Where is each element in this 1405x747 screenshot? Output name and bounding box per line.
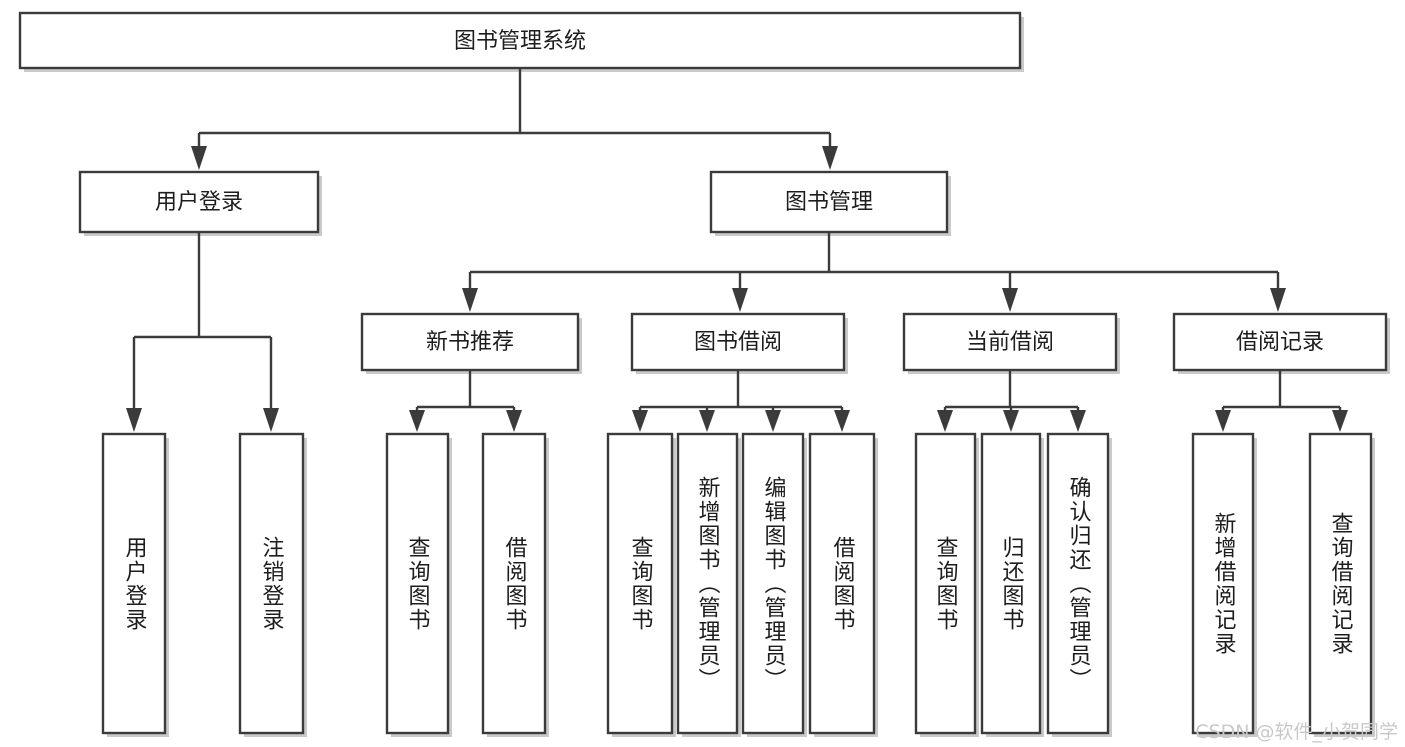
leaf-add-record-label: 新增借阅记录 xyxy=(1211,512,1237,656)
leaf-query-book-3-label: 查询图书 xyxy=(933,536,959,632)
root-label: 图书管理系统 xyxy=(454,29,586,54)
node-leaf-add-record[interactable]: 新增借阅记录 xyxy=(1191,432,1257,737)
leaf-add-record-box xyxy=(1191,432,1255,735)
arrow-head-icon xyxy=(699,410,715,432)
leaf-return-book-label: 归还图书 xyxy=(999,536,1025,632)
connector-current-borrow-to-leaves xyxy=(937,370,1086,432)
node-leaf-confirm-return[interactable]: 确认归还（管理员） xyxy=(1046,432,1112,737)
arrow-head-icon xyxy=(1002,288,1018,312)
user-login-label: 用户登录 xyxy=(155,190,243,215)
arrow-head-icon xyxy=(191,146,207,170)
leaf-confirm-return-box xyxy=(1046,432,1110,735)
arrow-head-icon xyxy=(732,288,748,312)
arrow-head-icon xyxy=(1003,410,1019,432)
leaf-query-book-1-label: 查询图书 xyxy=(405,536,431,632)
connector-book-management-to-level3 xyxy=(462,232,1286,312)
connector-book-borrow-to-leaves xyxy=(632,370,850,432)
leaf-query-record-box xyxy=(1308,432,1373,735)
node-leaf-query-book-2[interactable]: 查询图书 xyxy=(606,432,676,737)
leaf-query-book-2-label: 查询图书 xyxy=(628,536,654,632)
arrow-head-icon xyxy=(126,408,142,432)
node-leaf-query-book-1[interactable]: 查询图书 xyxy=(385,432,452,737)
arrow-head-icon xyxy=(1270,288,1286,312)
arrow-head-icon xyxy=(409,410,425,432)
borrow-record-box xyxy=(1172,312,1388,372)
arrow-head-icon xyxy=(1070,410,1086,432)
arrow-head-icon xyxy=(765,410,781,432)
leaf-add-book-label: 新增图书（管理员） xyxy=(695,476,721,692)
new-book-recommend-box xyxy=(360,312,580,372)
node-leaf-return-book[interactable]: 归还图书 xyxy=(980,432,1044,737)
current-borrow-box xyxy=(902,312,1118,372)
arrow-head-icon xyxy=(632,410,648,432)
leaf-borrow-book-1-box xyxy=(481,432,547,735)
leaf-return-book-box xyxy=(980,432,1042,735)
leaf-logout-box xyxy=(238,432,305,735)
arrow-head-icon xyxy=(834,410,850,432)
node-root[interactable]: 图书管理系统 xyxy=(18,11,1024,72)
book-borrow-label: 图书借阅 xyxy=(694,330,782,355)
leaf-edit-book-box xyxy=(741,432,805,735)
node-leaf-add-book[interactable]: 新增图书（管理员） xyxy=(676,432,741,737)
current-borrow-label: 当前借阅 xyxy=(966,330,1054,355)
leaf-query-record-label: 查询借阅记录 xyxy=(1328,512,1354,656)
node-leaf-query-record[interactable]: 查询借阅记录 xyxy=(1308,432,1375,737)
connector-borrow-record-to-leaves xyxy=(1215,370,1348,432)
connector-new-book-recommend-to-leaves xyxy=(409,370,522,432)
connector-root-to-level2 xyxy=(191,68,838,170)
new-book-recommend-label: 新书推荐 xyxy=(426,330,514,355)
leaf-edit-book-label: 编辑图书（管理员） xyxy=(761,476,787,692)
node-leaf-query-book-3[interactable]: 查询图书 xyxy=(914,432,979,737)
user-login-box xyxy=(78,170,320,234)
arrow-head-icon xyxy=(506,410,522,432)
node-leaf-borrow-book-2[interactable]: 借阅图书 xyxy=(808,432,878,737)
node-current-borrow[interactable]: 当前借阅 xyxy=(902,312,1120,374)
leaf-query-book-2-box xyxy=(606,432,674,735)
node-leaf-edit-book[interactable]: 编辑图书（管理员） xyxy=(741,432,807,737)
leaf-user-login-label: 用户登录 xyxy=(122,536,148,632)
node-leaf-user-login[interactable]: 用户登录 xyxy=(101,432,169,737)
node-leaf-logout[interactable]: 注销登录 xyxy=(238,432,307,737)
arrow-head-icon xyxy=(1332,410,1348,432)
node-book-management[interactable]: 图书管理 xyxy=(709,170,951,236)
borrow-record-label: 借阅记录 xyxy=(1236,330,1324,355)
arrow-head-icon xyxy=(1215,410,1231,432)
leaf-confirm-return-label: 确认归还（管理员） xyxy=(1066,476,1092,692)
leaf-borrow-book-1-label: 借阅图书 xyxy=(502,536,528,632)
arrow-head-icon xyxy=(937,410,953,432)
leaf-logout-label: 注销登录 xyxy=(259,536,285,632)
csdn-watermark: CSDN @软件_小贺同学 xyxy=(1195,721,1398,743)
node-borrow-record[interactable]: 借阅记录 xyxy=(1172,312,1390,374)
leaf-borrow-book-2-label: 借阅图书 xyxy=(830,536,856,632)
leaf-query-book-3-box xyxy=(914,432,977,735)
arrow-head-icon xyxy=(263,408,279,432)
node-user-login[interactable]: 用户登录 xyxy=(78,170,322,236)
node-new-book-recommend[interactable]: 新书推荐 xyxy=(360,312,582,374)
connector-user-login-to-leaves xyxy=(126,232,279,432)
arrow-head-icon xyxy=(462,288,478,312)
node-book-borrow[interactable]: 图书借阅 xyxy=(630,312,848,374)
leaf-user-login-box xyxy=(101,432,167,735)
node-leaf-borrow-book-1[interactable]: 借阅图书 xyxy=(481,432,549,737)
arrow-head-icon xyxy=(822,146,838,170)
book-management-label: 图书管理 xyxy=(785,190,873,215)
root-box xyxy=(18,11,1022,70)
leaf-add-book-box xyxy=(676,432,739,735)
leaf-query-book-1-box xyxy=(385,432,450,735)
leaf-borrow-book-2-box xyxy=(808,432,876,735)
